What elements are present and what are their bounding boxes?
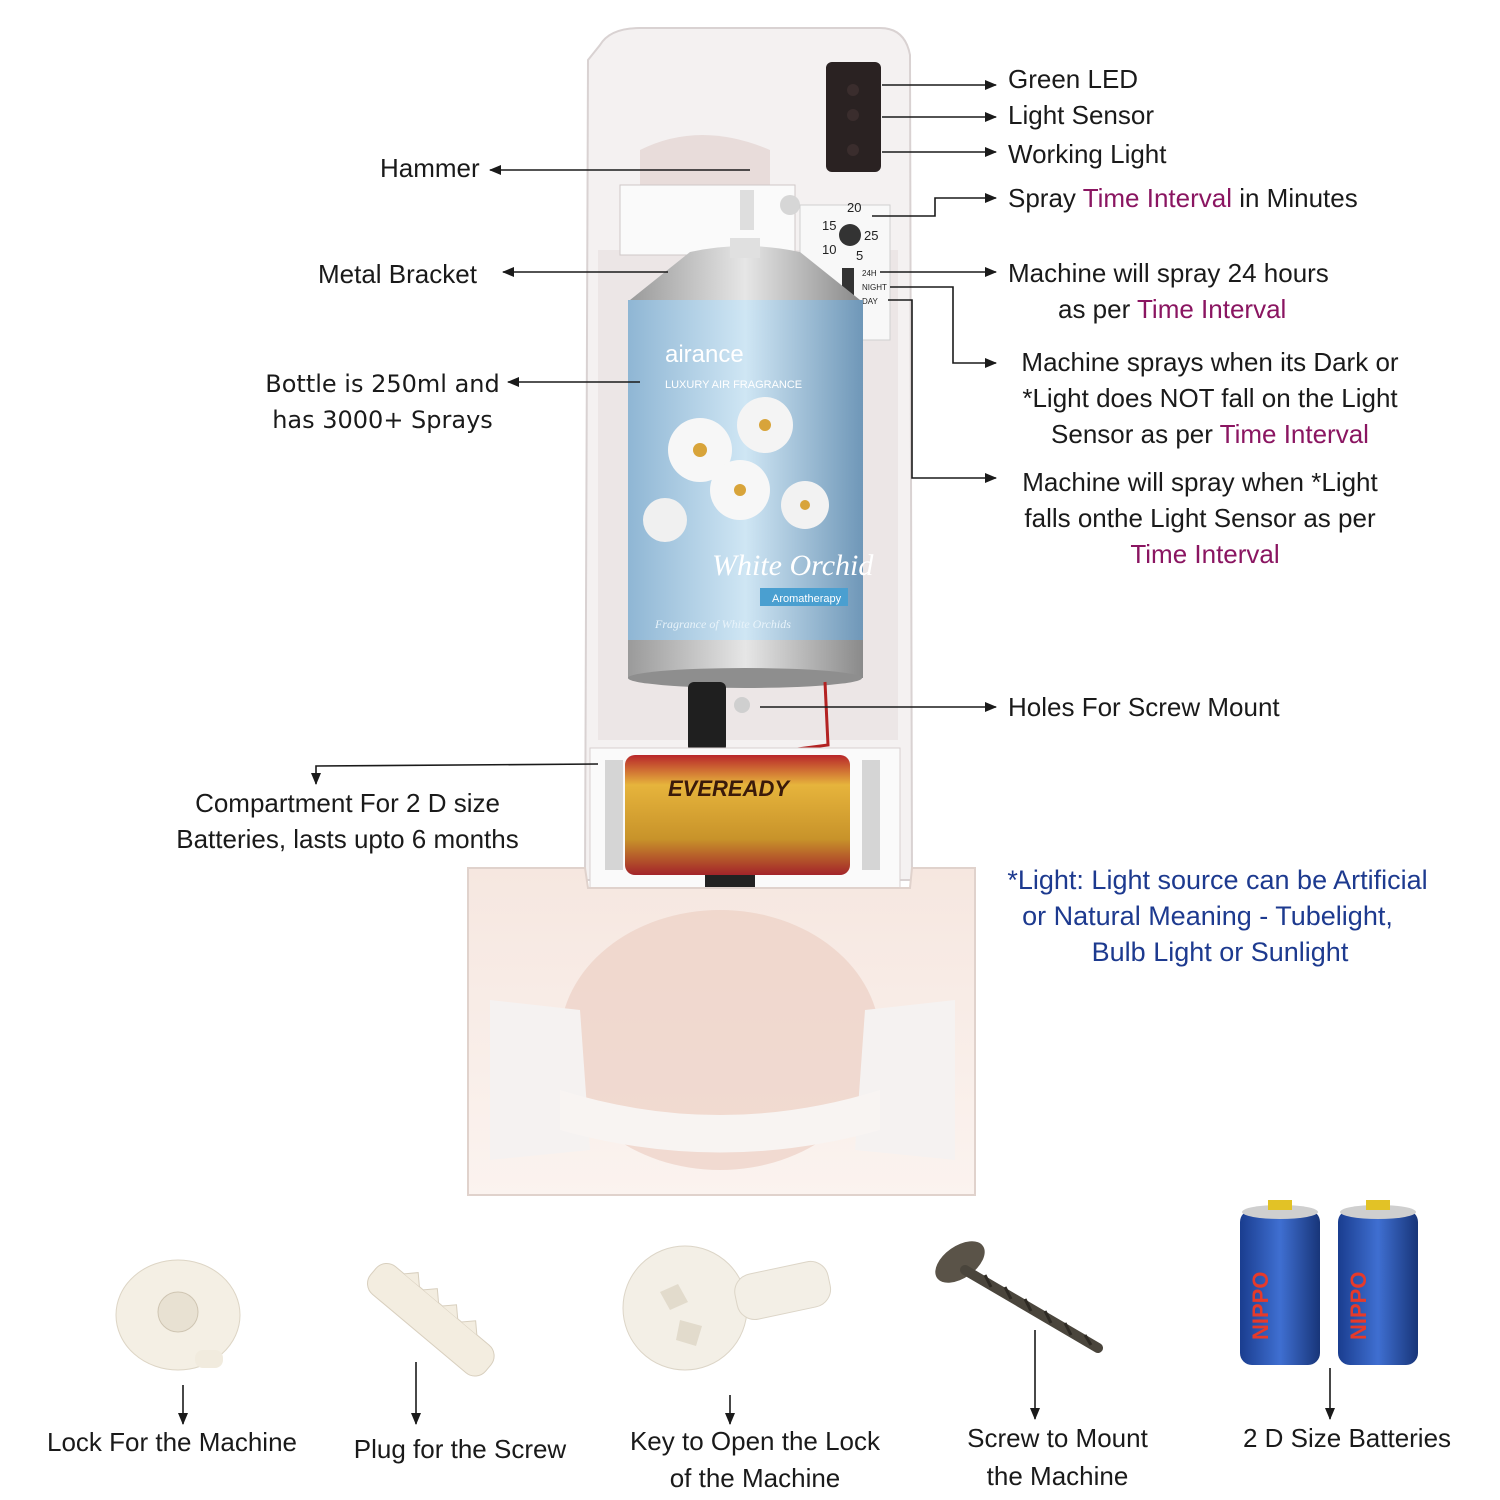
green-led-icon bbox=[847, 84, 859, 96]
label-mode-24h-line2: as per Time Interval bbox=[1058, 291, 1286, 327]
label-working-light: Working Light bbox=[1008, 139, 1167, 169]
label-hammer: Hammer bbox=[380, 153, 480, 183]
plug-illustration bbox=[367, 1262, 495, 1377]
spare-battery-brand-2: NIPPO bbox=[1346, 1272, 1371, 1340]
mode-24h-hl: Time Interval bbox=[1137, 294, 1287, 324]
leader-lines bbox=[178, 80, 1335, 1425]
working-light-icon bbox=[847, 144, 859, 156]
label-night-line3: Sensor as per Time Interval bbox=[1000, 416, 1420, 452]
label-key-line1: Key to Open the Lock bbox=[629, 1426, 881, 1456]
note-line3: Bulb Light or Sunlight bbox=[1091, 937, 1349, 967]
can-badge: Aromatherapy bbox=[772, 593, 842, 605]
label-bottle-line1: Bottle is 250ml and bbox=[265, 370, 500, 398]
spray-post: in Minutes bbox=[1231, 183, 1358, 213]
mode-day: DAY bbox=[862, 297, 879, 306]
label-holes: Holes For Screw Mount bbox=[1008, 692, 1280, 722]
spare-batteries-illustration: NIPPO NIPPO bbox=[1240, 1200, 1418, 1365]
label-screw-line1: Screw to Mount bbox=[967, 1423, 1148, 1453]
label-day-line1: Machine will spray when *Light bbox=[1022, 467, 1378, 497]
key-illustration bbox=[622, 1245, 832, 1371]
hammer-icon bbox=[740, 190, 754, 230]
spare-battery-brand-1: NIPPO bbox=[1248, 1272, 1273, 1340]
label-green-led: Green LED bbox=[1008, 64, 1139, 94]
night-pre: Sensor as per bbox=[1051, 419, 1220, 449]
label-mode-24h-line1: Machine will spray 24 hours bbox=[1008, 258, 1329, 288]
dial-15: 15 bbox=[822, 218, 836, 233]
screw-illustration bbox=[935, 1241, 1103, 1353]
dial-10: 10 bbox=[822, 242, 836, 257]
battery-brand: EVEREADY bbox=[668, 776, 791, 801]
label-plug: Plug for the Screw bbox=[353, 1434, 567, 1464]
label-lock: Lock For the Machine bbox=[46, 1427, 297, 1457]
label-night-line2: *Light does NOT fall on the Light bbox=[1022, 383, 1398, 413]
interval-dial-icon bbox=[839, 224, 861, 246]
dial-25: 25 bbox=[864, 228, 878, 243]
battery-compartment: EVEREADY bbox=[589, 747, 901, 891]
label-metal-bracket: Metal Bracket bbox=[318, 259, 477, 289]
night-hl: Time Interval bbox=[1219, 419, 1369, 449]
dial-5: 5 bbox=[856, 248, 863, 263]
aerosol-can: airance LUXURY AIR FRAGRANCE White Orchi… bbox=[628, 238, 874, 688]
label-bottle-line2: has 3000+ Sprays bbox=[272, 406, 493, 434]
label-key-line2: of the Machine bbox=[669, 1463, 841, 1493]
note-line2: or Natural Meaning - Tubelight, bbox=[1022, 901, 1393, 931]
mode-24h: 24H bbox=[862, 269, 877, 278]
label-compartment-line1: Compartment For 2 D size bbox=[195, 788, 500, 818]
label-day-line2: falls onthe Light Sensor as per bbox=[1024, 503, 1376, 533]
can-tagline: LUXURY AIR FRAGRANCE bbox=[665, 379, 802, 391]
spray-hl: Time Interval bbox=[1082, 183, 1232, 213]
label-screw-line2: the Machine bbox=[986, 1461, 1129, 1491]
front-cover bbox=[467, 867, 976, 1196]
orchid-illustration bbox=[643, 397, 829, 542]
label-day-line3: Time Interval bbox=[1130, 539, 1280, 569]
screw-hole-icon bbox=[734, 697, 750, 713]
label-batteries: 2 D Size Batteries bbox=[1242, 1423, 1452, 1453]
lock-illustration bbox=[115, 1259, 241, 1371]
can-fragrance: White Orchid bbox=[712, 549, 874, 582]
can-brand: airance bbox=[665, 341, 744, 368]
motor-icon bbox=[688, 682, 726, 752]
label-spray-interval: Spray Time Interval in Minutes bbox=[1008, 180, 1358, 216]
light-sensor-icon bbox=[847, 109, 859, 121]
mode-24h-pre: as per bbox=[1058, 294, 1138, 324]
spray-pre: Spray bbox=[1008, 183, 1083, 213]
label-night-line1: Machine sprays when its Dark or bbox=[1021, 347, 1399, 377]
dial-20: 20 bbox=[847, 200, 861, 215]
note-line1: *Light: Light source can be Artificial bbox=[1007, 865, 1428, 895]
label-compartment-line2: Batteries, lasts upto 6 months bbox=[176, 824, 519, 854]
mode-night: NIGHT bbox=[862, 283, 887, 292]
label-light-sensor: Light Sensor bbox=[1008, 100, 1154, 130]
eveready-battery-icon bbox=[625, 755, 850, 875]
can-footer: Fragrance of White Orchids bbox=[654, 617, 791, 631]
